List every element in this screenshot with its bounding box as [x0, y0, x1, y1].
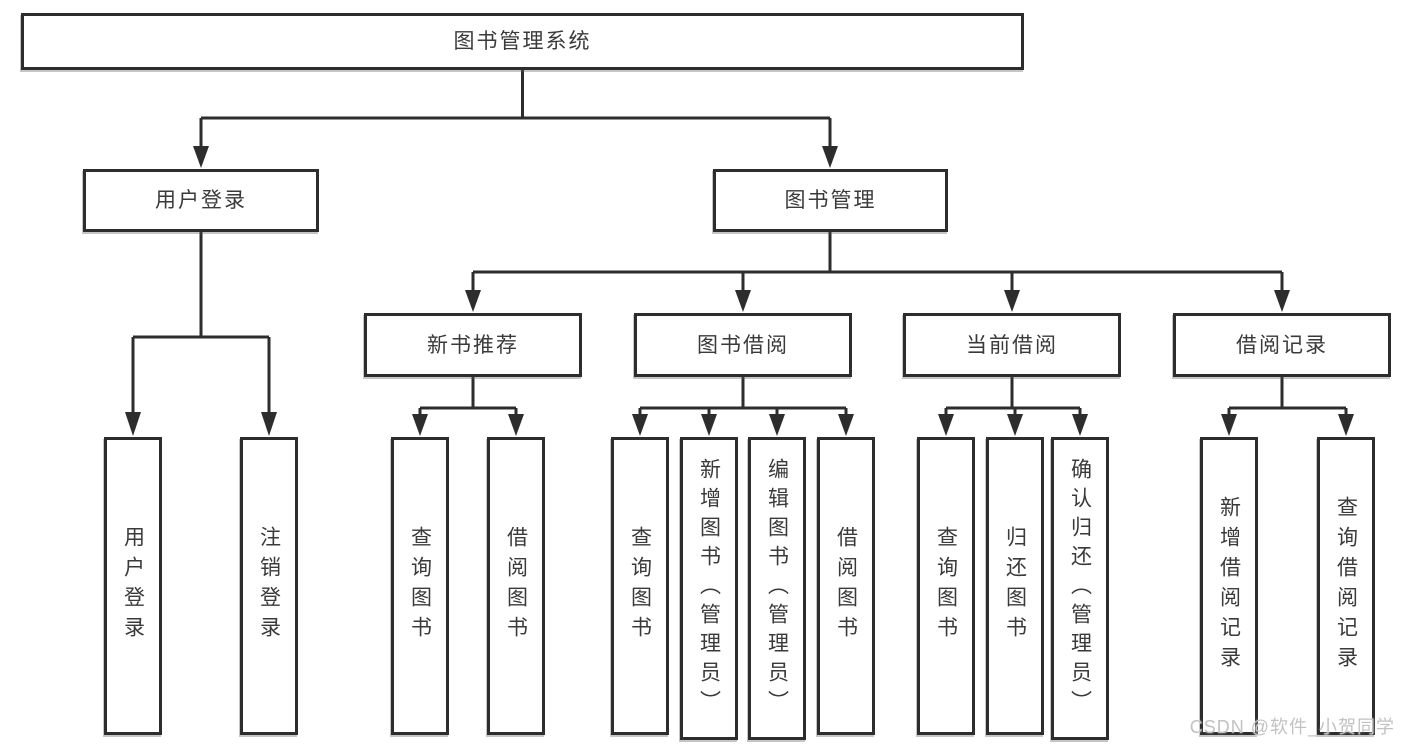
leaf-borrow-books-recommend: 借阅图书	[487, 437, 545, 735]
arrowhead	[508, 414, 524, 436]
node-borrowing-records: 借阅记录	[1173, 313, 1391, 377]
arrowhead	[1072, 414, 1088, 436]
leaf-user-login: 用户登录	[104, 437, 162, 735]
connector-leaf-stubs	[418, 408, 1348, 416]
node-library-system: 图书管理系统	[21, 13, 1024, 70]
arrowhead	[822, 146, 838, 168]
arrowheads	[125, 146, 1354, 436]
arrowhead	[769, 414, 785, 436]
connector-root-to-level2	[199, 70, 832, 147]
connector-level3-stubs	[471, 377, 1284, 408]
leaf-query-books-current: 查询图书	[917, 437, 975, 735]
arrowhead	[193, 146, 209, 168]
arrowhead	[465, 290, 481, 312]
arrowhead	[632, 414, 648, 436]
connector-userlogin-to-leaves	[131, 232, 271, 413]
arrowhead	[412, 414, 428, 436]
arrowhead	[125, 412, 141, 436]
arrowhead	[1221, 414, 1237, 436]
leaf-borrow-books: 借阅图书	[817, 437, 875, 735]
leaf-return-books: 归还图书	[986, 437, 1044, 735]
arrowhead	[701, 414, 717, 436]
arrowhead	[1004, 290, 1020, 312]
leaf-logout-login: 注销登录	[240, 437, 298, 735]
arrowhead	[735, 290, 751, 312]
arrowhead	[261, 412, 277, 436]
leaf-query-borrow-record: 查询借阅记录	[1317, 437, 1375, 735]
node-user-login: 用户登录	[83, 169, 319, 232]
node-book-borrowing: 图书借阅	[634, 313, 852, 377]
leaf-add-borrow-record: 新增借阅记录	[1200, 437, 1258, 735]
leaf-edit-book-admin: 编辑图书（管理员）	[748, 437, 806, 740]
connector-bookmgmt-to-level3	[471, 232, 1284, 291]
leaf-query-books-recommend: 查询图书	[391, 437, 449, 735]
arrowhead	[838, 414, 854, 436]
leaf-query-books-borrowing: 查询图书	[611, 437, 669, 735]
node-current-borrowing: 当前借阅	[903, 313, 1121, 377]
arrowhead	[938, 414, 954, 436]
node-book-management: 图书管理	[713, 169, 948, 232]
leaf-add-book-admin: 新增图书（管理员）	[680, 437, 738, 740]
arrowhead	[1274, 290, 1290, 312]
arrowhead	[1338, 414, 1354, 436]
watermark: CSDN @软件_小贺同学	[1189, 717, 1395, 737]
arrowhead	[1007, 414, 1023, 436]
leaf-confirm-return-admin: 确认归还（管理员）	[1051, 437, 1109, 740]
node-new-book-recommend: 新书推荐	[364, 313, 582, 377]
